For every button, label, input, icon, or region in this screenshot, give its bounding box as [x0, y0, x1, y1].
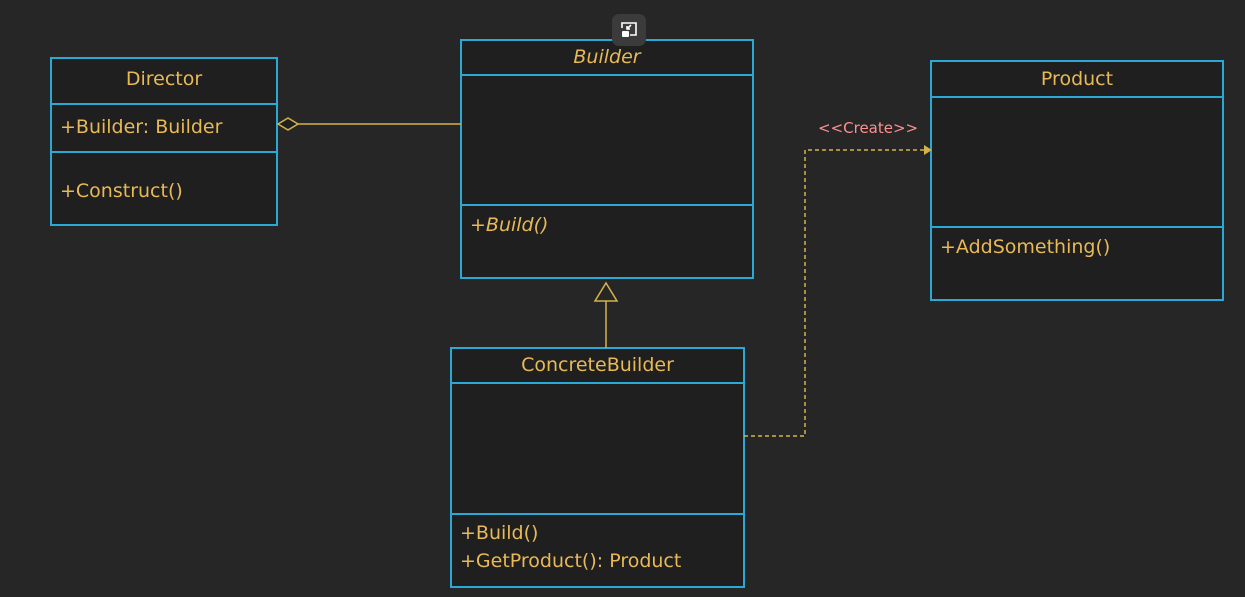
class-product-operations: +AddSomething(): [932, 228, 1222, 299]
class-director-attributes: +Builder: Builder: [52, 105, 276, 153]
class-product-attributes: [932, 98, 1222, 228]
director-attribute-builder: +Builder: Builder: [60, 116, 223, 138]
class-builder-operations: +Build(): [462, 206, 752, 277]
class-product: Product +AddSomething(): [930, 60, 1224, 301]
aggregation-director-builder: [276, 117, 461, 131]
dependency-create-product: [744, 145, 932, 437]
class-director-name: Director: [52, 59, 276, 105]
class-concrete-builder: ConcreteBuilder +Build() +GetProduct(): …: [450, 347, 745, 588]
aggregation-diamond-icon: [276, 117, 300, 131]
builder-operation-build: +Build(): [470, 214, 549, 236]
director-operation-construct: +Construct(): [60, 180, 183, 202]
concrete-builder-operation-getproduct: +GetProduct(): Product: [460, 550, 682, 572]
inheritance-triangle-icon: [593, 281, 619, 302]
class-concrete-builder-attributes: [452, 384, 743, 515]
picture-in-picture-icon: [621, 22, 637, 37]
create-stereotype-label: <<Create>>: [818, 119, 919, 137]
class-product-name: Product: [932, 62, 1222, 98]
class-builder-name: Builder: [462, 41, 752, 76]
class-director-operations: +Construct(): [52, 153, 276, 224]
class-director: Director +Builder: Builder +Construct(): [50, 57, 278, 226]
product-operation-addsomething: +AddSomething(): [940, 236, 1111, 258]
class-concrete-builder-name: ConcreteBuilder: [452, 349, 743, 384]
class-concrete-builder-operations: +Build() +GetProduct(): Product: [452, 515, 743, 586]
concrete-builder-operation-build: +Build(): [460, 522, 539, 544]
class-builder-attributes: [462, 76, 752, 206]
generalization-concrete-to-builder: [593, 281, 619, 348]
picture-in-picture-button[interactable]: [612, 14, 646, 46]
class-builder: Builder +Build(): [460, 39, 754, 279]
